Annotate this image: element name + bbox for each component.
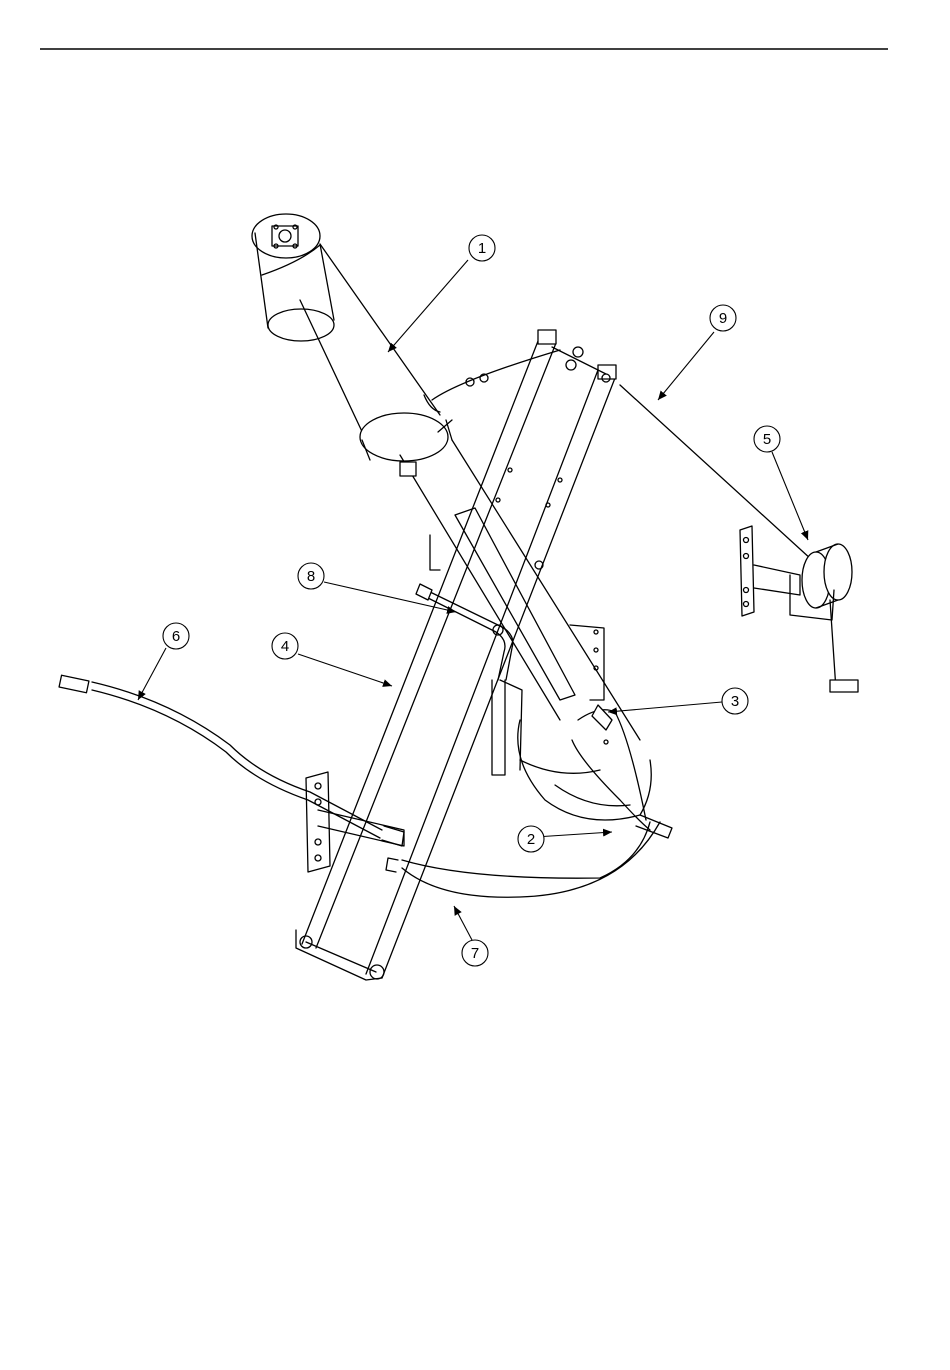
hydraulic-hose-8 bbox=[416, 584, 513, 680]
callout-7: 7 bbox=[462, 940, 488, 966]
callout-4: 4 bbox=[272, 633, 298, 659]
auger-tube bbox=[252, 214, 651, 820]
callout-6: 6 bbox=[163, 623, 189, 649]
hydraulic-hose-6 bbox=[59, 675, 404, 846]
callout-5-label: 5 bbox=[763, 431, 771, 448]
callout-1-label: 1 bbox=[478, 240, 486, 257]
callout-1: 1 bbox=[469, 235, 495, 261]
callout-3: 3 bbox=[722, 688, 748, 714]
callout-9: 9 bbox=[710, 305, 736, 331]
callout-7-label: 7 bbox=[471, 945, 479, 962]
callout-2: 2 bbox=[518, 826, 544, 852]
callout-8: 8 bbox=[298, 563, 324, 589]
callout-2-label: 2 bbox=[527, 831, 535, 848]
callout-9-label: 9 bbox=[719, 310, 727, 327]
callout-3-label: 3 bbox=[731, 693, 739, 710]
mounting-frame bbox=[296, 330, 616, 980]
callout-6-label: 6 bbox=[172, 628, 180, 645]
callout-8-label: 8 bbox=[307, 568, 315, 585]
hand-winch-5 bbox=[740, 526, 858, 692]
callout-4-label: 4 bbox=[281, 638, 289, 655]
left-wall-bracket bbox=[306, 772, 404, 872]
callout-5: 5 bbox=[754, 426, 780, 452]
